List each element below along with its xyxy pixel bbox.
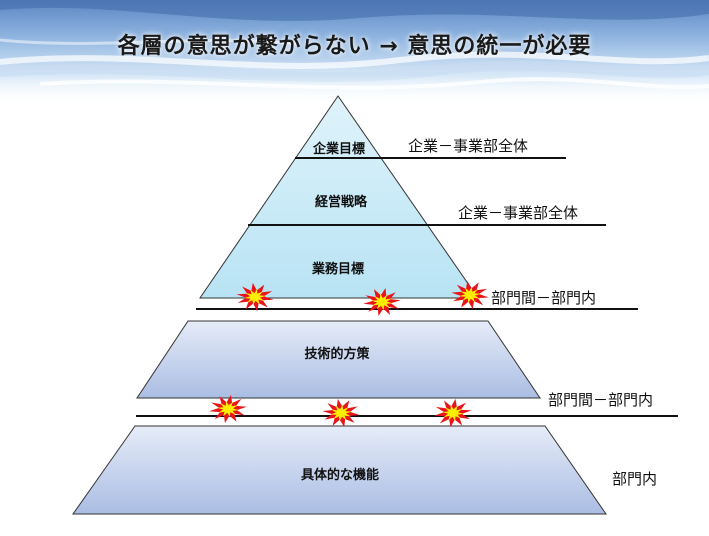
- layer-label-1: 企業目標: [312, 141, 365, 157]
- collision-burst-icon: [363, 288, 401, 316]
- collision-burst-icon: [434, 398, 472, 428]
- side-label-3: 部門間－部門内: [491, 289, 596, 307]
- layer-label-5: 具体的な機能: [301, 467, 379, 483]
- pyramid-middle-shape: [136, 320, 541, 399]
- title-banner: 各層の意思が繋がらない → 意思の統一が必要: [0, 0, 709, 105]
- side-label-5: 部門内: [612, 470, 657, 488]
- layer-label-3: 業務目標: [311, 261, 364, 277]
- pyramid-bottom-shape: [72, 425, 607, 515]
- collision-burst-icon: [322, 399, 360, 427]
- side-label-2: 企業－事業部全体: [458, 204, 578, 222]
- pyramid-upper-shape: [199, 95, 479, 299]
- collision-burst-icon: [236, 282, 274, 312]
- side-label-4: 部門間－部門内: [548, 391, 653, 409]
- page-title: 各層の意思が繋がらない → 意思の統一が必要: [117, 34, 592, 59]
- side-label-1: 企業－事業部全体: [408, 137, 528, 155]
- collision-burst-icon: [209, 394, 247, 424]
- layer-label-4: 技術的方策: [304, 346, 370, 362]
- layer-label-2: 経営戦略: [315, 194, 368, 210]
- sky-banner-graphic: [0, 0, 709, 105]
- collision-burst-icon: [451, 280, 489, 310]
